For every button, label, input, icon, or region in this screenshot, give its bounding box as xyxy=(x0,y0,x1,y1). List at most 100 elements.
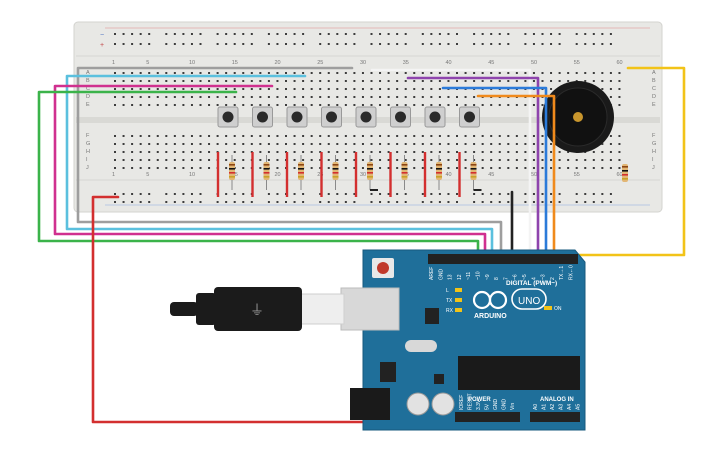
breadboard-hole xyxy=(404,159,407,161)
breadboard-hole xyxy=(242,104,245,106)
breadboard-hole xyxy=(353,96,356,98)
row-label: I xyxy=(652,157,654,163)
breadboard-hole xyxy=(370,72,373,74)
breadboard-hole xyxy=(225,104,228,106)
breadboard-hole xyxy=(464,167,467,169)
breadboard-hole xyxy=(575,193,578,195)
push-button xyxy=(217,106,239,128)
breadboard-hole xyxy=(259,167,262,169)
breadboard-hole xyxy=(515,104,518,106)
breadboard-hole xyxy=(481,43,484,45)
breadboard-hole xyxy=(404,143,407,145)
breadboard-hole xyxy=(532,72,535,74)
breadboard-hole xyxy=(310,151,313,153)
push-button xyxy=(390,106,411,128)
breadboard-hole xyxy=(379,151,382,153)
breadboard-hole xyxy=(208,143,211,145)
small-chip xyxy=(434,374,444,384)
breadboard-hole xyxy=(584,43,587,45)
breadboard-hole xyxy=(293,96,296,98)
breadboard-hole xyxy=(490,159,493,161)
breadboard-hole xyxy=(242,88,245,90)
breadboard-hole xyxy=(242,151,245,153)
breadboard-hole xyxy=(438,96,441,98)
breadboard-hole xyxy=(131,43,134,45)
breadboard-hole xyxy=(131,159,134,161)
breadboard-hole xyxy=(584,80,587,82)
breadboard-hole xyxy=(473,159,476,161)
resistor-buzzer xyxy=(622,164,628,182)
breadboard-hole xyxy=(173,201,176,203)
breadboard-hole xyxy=(285,33,287,35)
breadboard-hole xyxy=(490,104,493,106)
resistor xyxy=(401,155,408,190)
breadboard-hole xyxy=(285,143,287,145)
breadboard-hole xyxy=(344,135,347,137)
breadboard-hole xyxy=(208,72,211,74)
breadboard-hole xyxy=(208,96,211,98)
breadboard-hole xyxy=(267,33,270,35)
breadboard-hole xyxy=(225,135,228,137)
breadboard-hole xyxy=(541,43,544,45)
breadboard-hole xyxy=(447,33,450,35)
breadboard-hole xyxy=(592,33,595,35)
breadboard-hole xyxy=(558,72,561,74)
wire-white xyxy=(370,68,532,264)
breadboard-hole xyxy=(310,143,313,145)
breadboard-hole xyxy=(618,80,621,82)
status-led xyxy=(455,288,462,292)
breadboard-hole xyxy=(293,201,296,203)
breadboard-hole xyxy=(131,135,134,137)
breadboard-hole xyxy=(276,43,279,45)
breadboard-hole xyxy=(618,96,621,98)
breadboard-hole xyxy=(421,88,424,90)
breadboard-hole xyxy=(310,135,313,137)
breadboard-hole xyxy=(148,96,151,98)
breadboard-hole xyxy=(122,33,125,35)
breadboard-hole xyxy=(302,159,305,161)
breadboard-hole xyxy=(327,72,330,74)
breadboard-hole xyxy=(541,193,544,195)
breadboard-hole xyxy=(173,193,176,195)
breadboard-hole xyxy=(379,201,382,203)
breadboard-hole xyxy=(310,104,313,106)
breadboard-hole xyxy=(139,135,142,137)
breadboard-hole xyxy=(498,193,501,195)
breadboard-hole xyxy=(259,80,262,82)
breadboard-hole xyxy=(173,72,176,74)
wire-orange xyxy=(476,94,556,264)
column-label: 20 xyxy=(274,172,280,178)
breadboard-hole xyxy=(507,135,510,137)
breadboard-hole xyxy=(498,33,501,35)
breadboard-hole xyxy=(507,201,510,203)
capacitor-1 xyxy=(406,392,430,416)
breadboard-hole xyxy=(336,143,339,145)
breadboard-hole xyxy=(421,80,424,82)
breadboard-hole xyxy=(584,201,587,203)
breadboard-hole xyxy=(481,193,484,195)
breadboard-hole xyxy=(285,72,287,74)
breadboard-hole xyxy=(413,72,416,74)
breadboard-hole xyxy=(208,80,211,82)
pin-label: Vin xyxy=(510,403,516,410)
breadboard-hole xyxy=(114,88,116,90)
breadboard-hole xyxy=(190,96,193,98)
breadboard-hole xyxy=(481,72,484,74)
breadboard-hole xyxy=(532,143,535,145)
column-label: 30 xyxy=(360,172,366,178)
breadboard-hole xyxy=(609,33,612,35)
breadboard-hole xyxy=(609,201,612,203)
breadboard-hole xyxy=(199,159,202,161)
breadboard-hole xyxy=(404,96,407,98)
breadboard-hole xyxy=(208,135,211,137)
breadboard-hole xyxy=(190,193,193,195)
breadboard-hole xyxy=(259,151,262,153)
breadboard-hole xyxy=(421,151,424,153)
breadboard-hole xyxy=(456,135,458,137)
breadboard-hole xyxy=(490,80,493,82)
breadboard-hole xyxy=(233,159,236,161)
breadboard-hole xyxy=(344,151,347,153)
breadboard-hole xyxy=(225,193,228,195)
breadboard-hole xyxy=(481,201,484,203)
breadboard-hole xyxy=(438,135,441,137)
